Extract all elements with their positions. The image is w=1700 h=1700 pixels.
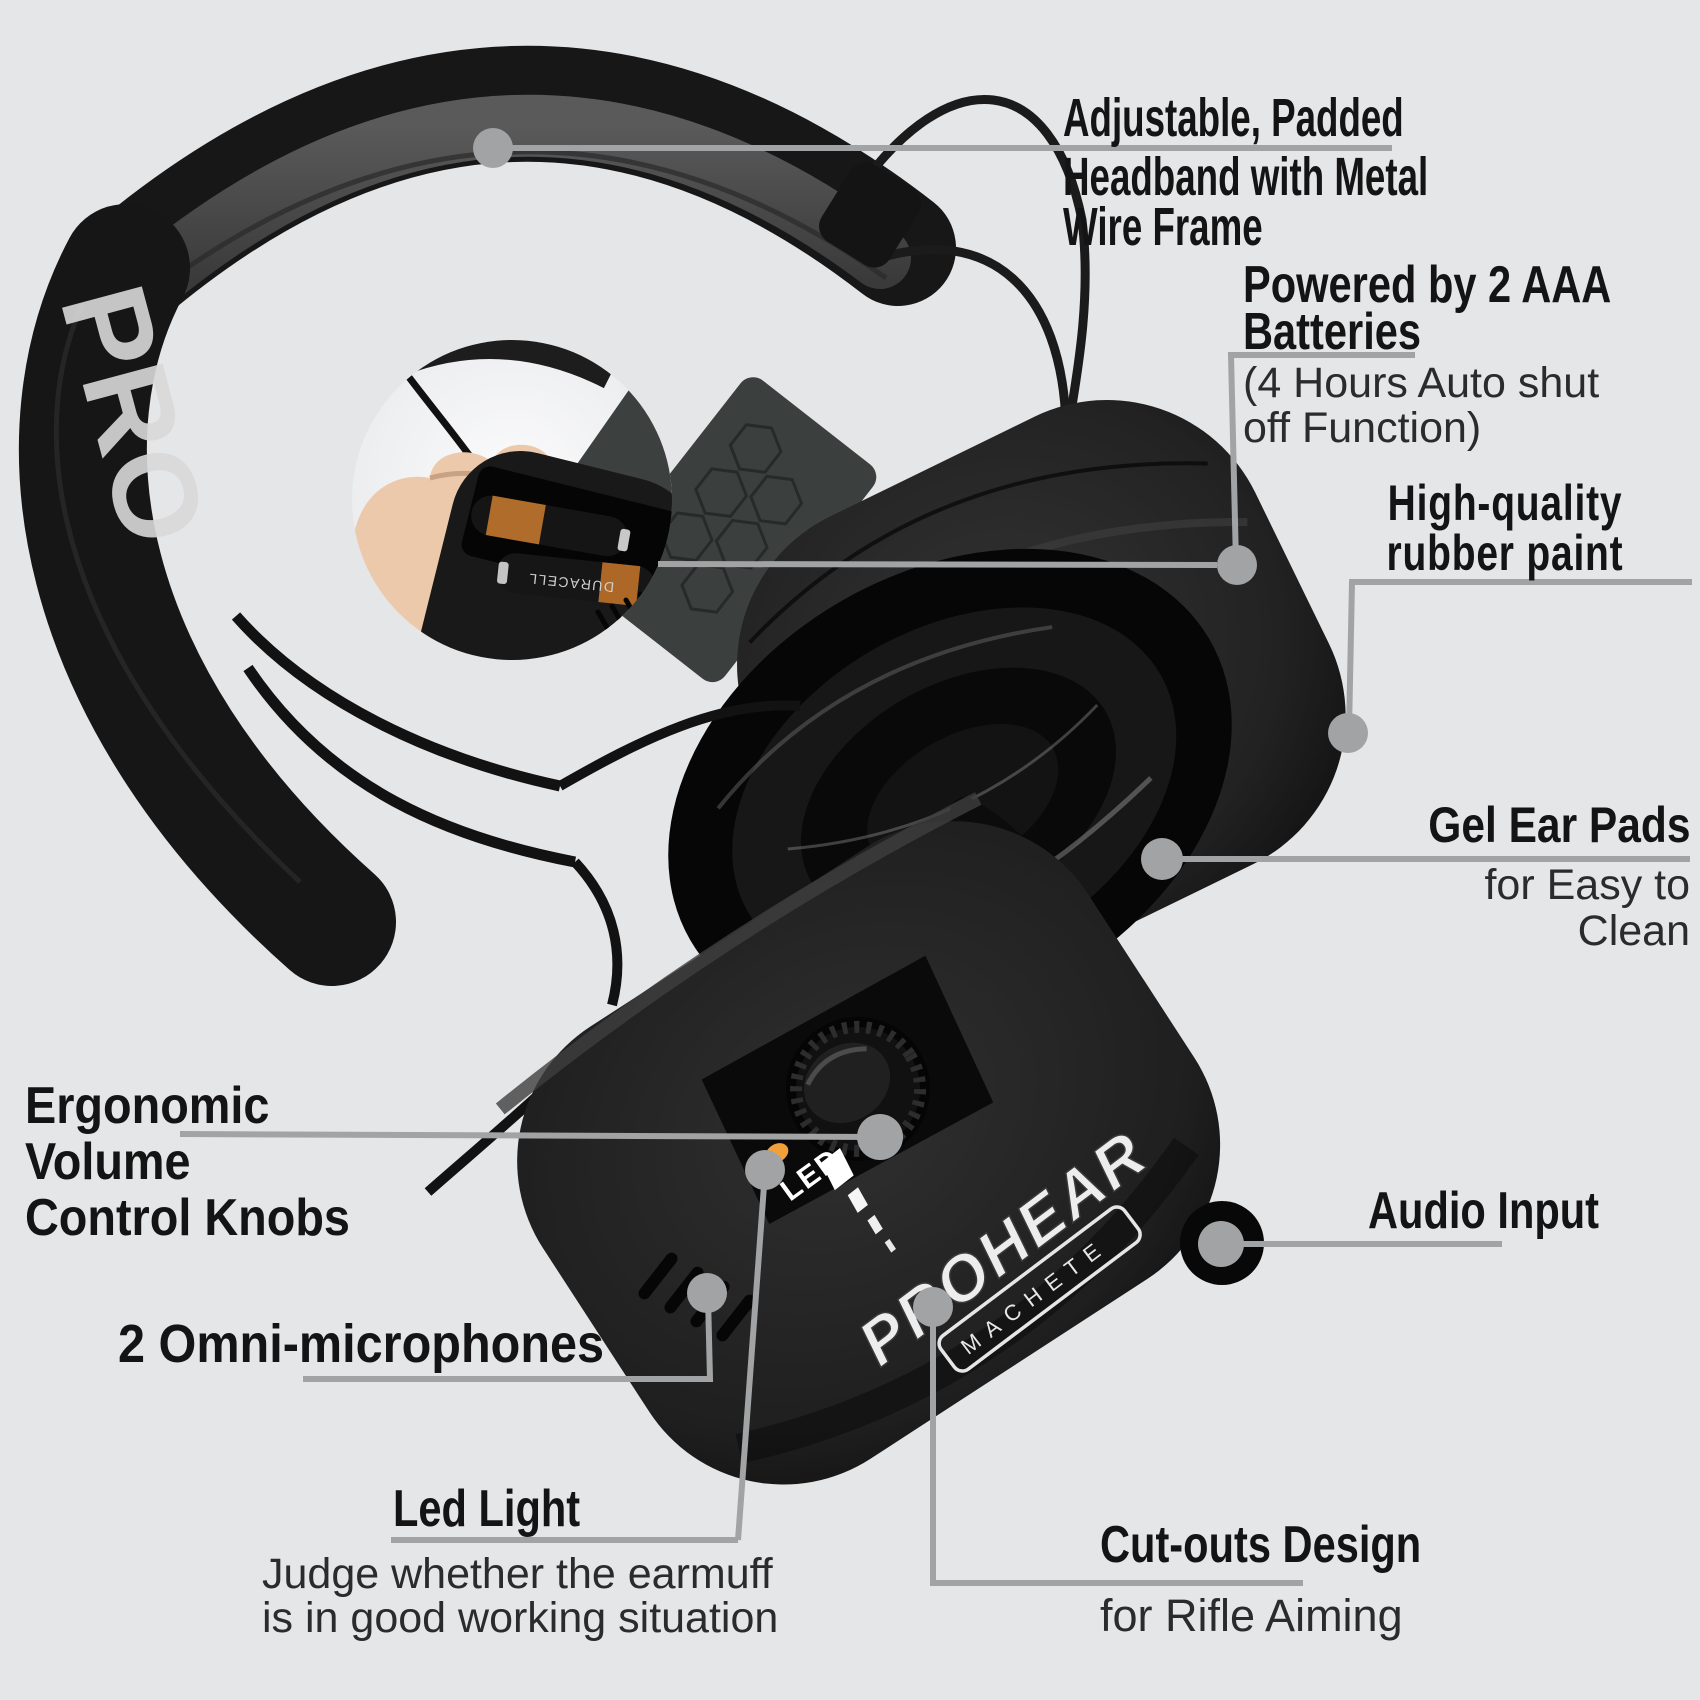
callout-volume: [179, 1114, 903, 1160]
callout-battery: [657, 352, 1415, 585]
headband-strap: [18, 204, 396, 986]
led-note: Judge whether the earmuff is in good wor…: [262, 1550, 779, 1642]
callout-cutouts: [913, 1287, 1303, 1586]
strap-stitching: [53, 303, 302, 884]
battery-note: (4 Hours Auto shut off Function): [1243, 359, 1600, 452]
led-label: Led Light: [393, 1480, 581, 1538]
microphones-label: 2 Omni-microphones: [118, 1314, 605, 1374]
headband-label-top: Adjustable, Padded: [1063, 88, 1404, 148]
headband-adjuster: [819, 162, 921, 268]
cutout-notch: [937, 1350, 1493, 1700]
battery-inset: DURACELL: [352, 340, 672, 660]
wire-frame-right: [854, 95, 1090, 431]
cutouts-label: Cut-outs Design: [1100, 1516, 1422, 1574]
callout-gel-pads: [1141, 838, 1690, 880]
volume-label: Ergonomic Volume Control Knobs: [25, 1077, 350, 1247]
headband-padding: [119, 94, 911, 313]
callout-rubber-paint: [1328, 579, 1692, 753]
callout-microphones: [303, 1273, 727, 1382]
callout-audio: [1198, 1221, 1502, 1267]
audio-label: Audio Input: [1368, 1182, 1600, 1240]
gel-pads-label: Gel Ear Pads: [1427, 797, 1690, 853]
rubber-paint-label: High-quality rubber paint: [1386, 475, 1624, 581]
headband-label-bottom: Headband with Metal Wire Frame: [1063, 147, 1429, 257]
aaa-battery-1: [471, 495, 631, 557]
callout-headband: [473, 128, 1392, 168]
cutouts-note: for Rifle Aiming: [1100, 1590, 1403, 1641]
battery-label: Powered by 2 AAA Batteries: [1243, 256, 1612, 361]
aaa-battery-2: DURACELL: [495, 553, 656, 606]
volume-bars: [821, 1148, 897, 1253]
callout-led: [391, 1150, 785, 1543]
gel-pads-note: for Easy to Clean: [1484, 861, 1690, 955]
